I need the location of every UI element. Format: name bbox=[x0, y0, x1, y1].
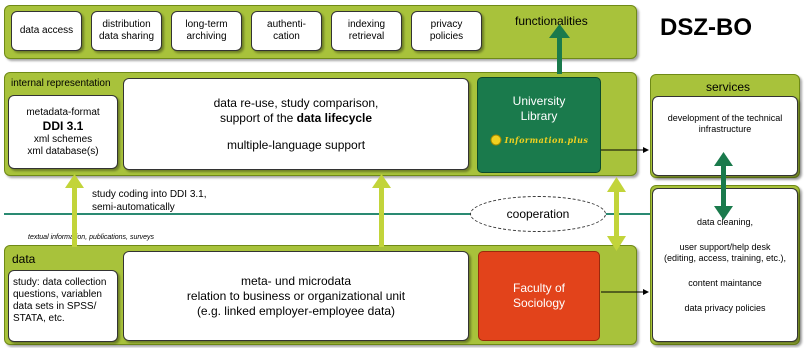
microdata-line3: (e.g. linked employer-employee data) bbox=[196, 303, 396, 318]
reuse-line: data re-use, study comparison, bbox=[213, 95, 379, 110]
service-item-content: content maintance bbox=[688, 277, 762, 288]
data-lifecycle-box: data re-use, study comparison, support o… bbox=[123, 78, 469, 170]
cooperation-ellipse: cooperation bbox=[470, 196, 606, 232]
xml-schemes: xml schemes bbox=[33, 133, 93, 145]
study-box: study: data collection questions, variab… bbox=[8, 270, 118, 342]
logo-sun-icon bbox=[490, 134, 502, 146]
information-plus-logo: Information.plus bbox=[490, 134, 589, 146]
cooperation-double-arrow bbox=[607, 177, 626, 251]
metadata-format-line: metadata-format bbox=[26, 106, 100, 118]
box-distribution: distribution data sharing bbox=[91, 11, 162, 51]
faculty-of-sociology-box: Faculty of Sociology bbox=[478, 251, 600, 341]
ddi-version: DDI 3.1 bbox=[42, 118, 84, 133]
box-long-term-archiving: long-term archiving bbox=[171, 11, 242, 51]
data-to-metadata-arrow bbox=[65, 174, 84, 247]
service-item-support: user support/help desk (editing, access,… bbox=[663, 241, 787, 263]
services-double-arrow bbox=[714, 152, 733, 220]
services-label: services bbox=[706, 80, 751, 94]
microdata-line2: relation to business or organizational u… bbox=[186, 288, 406, 303]
internal-representation-label: internal representation bbox=[11, 78, 111, 89]
coding-note: study coding into DDI 3.1, semi-automati… bbox=[92, 189, 207, 213]
sources-note: textual information, publications, surve… bbox=[28, 234, 155, 241]
box-privacy-policies: privacy policies bbox=[411, 11, 482, 51]
lifecycle-line: support of the data lifecycle bbox=[219, 110, 373, 125]
infrastructure-box: development of the technical infrastruct… bbox=[652, 96, 798, 176]
divider-line bbox=[4, 213, 654, 215]
microdata-box: meta- und microdata relation to business… bbox=[123, 251, 469, 341]
library-to-functionalities-arrow bbox=[549, 24, 570, 74]
data-to-lifecycle-arrow bbox=[372, 174, 391, 247]
service-item-privacy: data privacy policies bbox=[684, 302, 766, 313]
box-data-access: data access bbox=[11, 11, 82, 51]
microdata-line1: meta- und microdata bbox=[240, 273, 352, 288]
functionalities-label: functionalities bbox=[515, 14, 588, 28]
service-item-cleaning: data cleaning, bbox=[696, 216, 754, 227]
metadata-format-box: metadata-format DDI 3.1 xml schemes xml … bbox=[8, 95, 118, 169]
university-library-label: University Library bbox=[512, 94, 566, 123]
university-library-box: University Library Information.plus bbox=[477, 77, 601, 173]
box-authentication: authenti- cation bbox=[251, 11, 322, 51]
xml-databases: xml database(s) bbox=[27, 145, 99, 157]
data-lifecycle-bold: data lifecycle bbox=[296, 110, 373, 125]
multilanguage-line: multiple-language support bbox=[226, 137, 366, 152]
box-indexing: indexing retrieval bbox=[331, 11, 402, 51]
page-title: DSZ-BO bbox=[660, 14, 752, 41]
data-label: data bbox=[12, 252, 36, 266]
